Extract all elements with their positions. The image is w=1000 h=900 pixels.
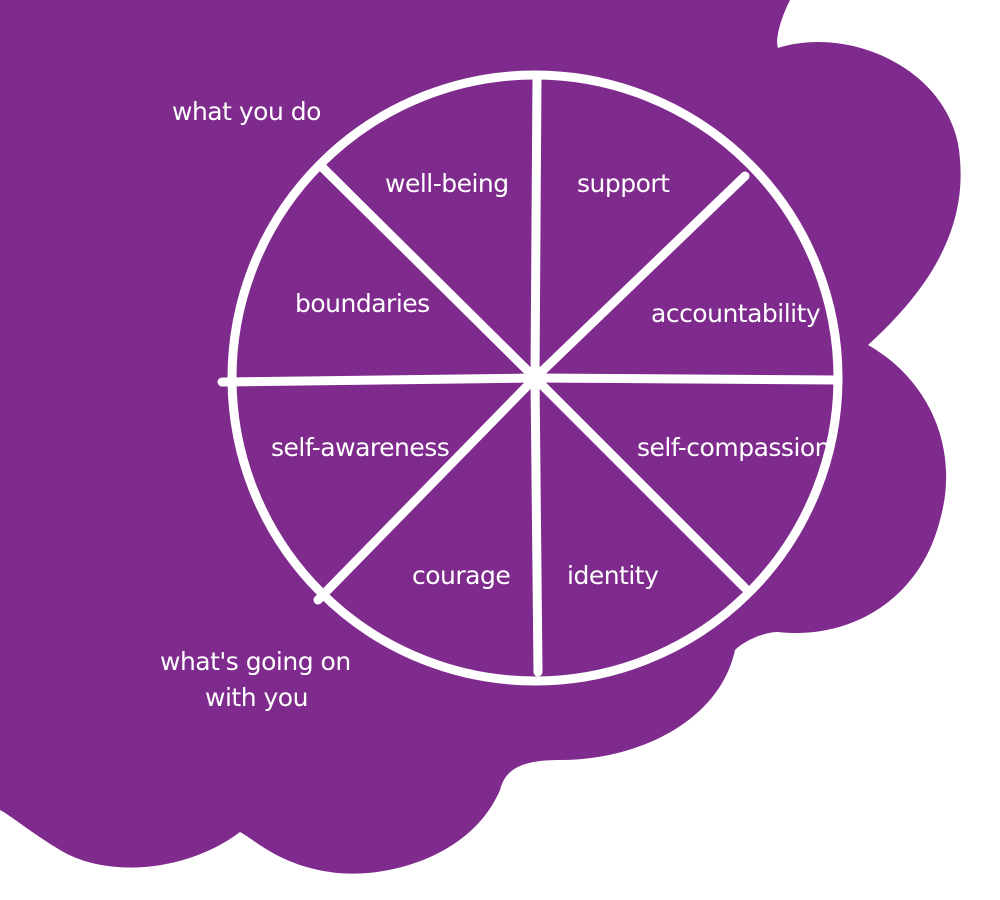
- spoke-diagonal-lower-right: [530, 373, 750, 593]
- spoke-diagonal-upper-left: [315, 160, 540, 383]
- spoke-diagonal-lower-left: [313, 373, 540, 605]
- annotation-with-you: with you: [205, 683, 308, 712]
- segment-label-identity: identity: [567, 561, 659, 590]
- annotation-what-you-do: what you do: [172, 97, 321, 126]
- spoke-vertical-bottom: [530, 373, 543, 677]
- segment-label-support: support: [577, 169, 670, 198]
- spoke-vertical-top: [530, 71, 542, 383]
- segment-labels: support accountability self-compassion i…: [271, 169, 831, 590]
- segment-label-self-compassion: self-compassion: [637, 433, 830, 462]
- segment-label-boundaries: boundaries: [295, 289, 430, 318]
- segment-label-self-awareness: self-awareness: [271, 433, 449, 462]
- spoke-horizontal-left: [217, 373, 540, 387]
- annotation-whats-going-on: what's going on: [160, 647, 351, 676]
- spoke-horizontal-right: [530, 373, 843, 385]
- wheel-spokes: [217, 71, 843, 677]
- segment-label-accountability: accountability: [651, 299, 821, 328]
- segment-label-well-being: well-being: [385, 169, 509, 198]
- segment-label-courage: courage: [412, 561, 510, 590]
- spoke-diagonal-upper-right: [530, 171, 750, 383]
